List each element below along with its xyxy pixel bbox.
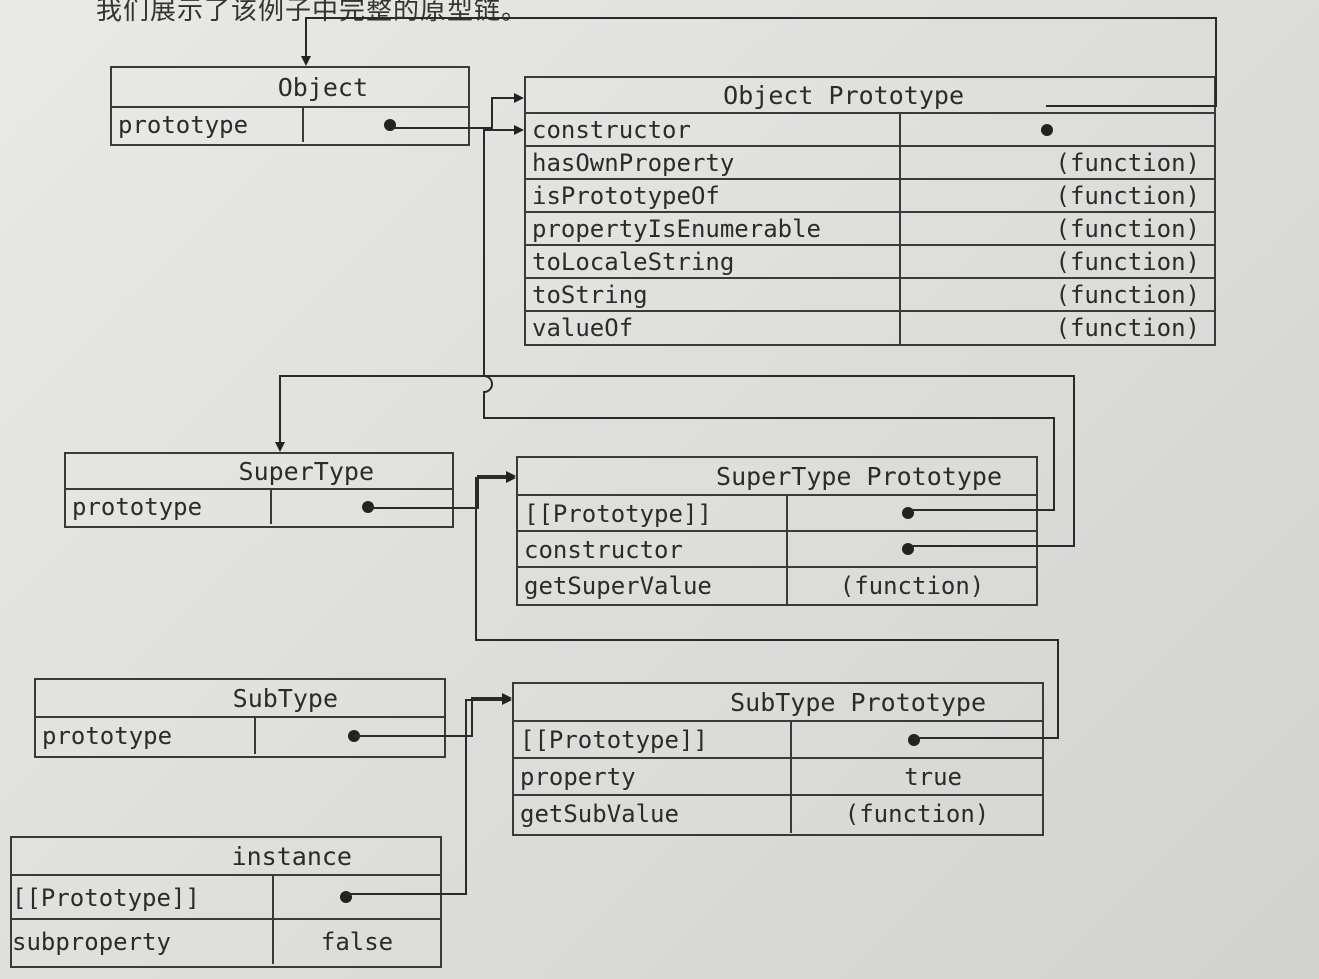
subtype-prototype-row: getSubValue (function) bbox=[514, 796, 1042, 833]
subtype-prototype-box: SubType Prototype [[Prototype]] property… bbox=[512, 682, 1044, 836]
object-prototype-row: propertyIsEnumerable (function) bbox=[526, 213, 1214, 246]
object-box: Object prototype bbox=[110, 66, 470, 146]
instance-box: instance [[Prototype]] subproperty false bbox=[10, 836, 442, 968]
property-name: getSuperValue bbox=[518, 568, 788, 604]
property-value: (function) bbox=[1055, 314, 1201, 342]
supertype-prototype-label: prototype bbox=[66, 490, 272, 524]
supertype-title: SuperType bbox=[66, 454, 452, 490]
property-name: constructor bbox=[518, 532, 788, 566]
subtype-prototype-row: property true bbox=[514, 759, 1042, 796]
property-value: (function) bbox=[839, 572, 985, 600]
object-prototype-label: prototype bbox=[112, 108, 304, 142]
subtype-box: SubType prototype bbox=[34, 678, 446, 758]
object-prototype-row: constructor bbox=[526, 114, 1214, 147]
instance-title: instance bbox=[12, 838, 440, 876]
property-name: valueOf bbox=[526, 312, 901, 345]
supertype-prototype-link bbox=[368, 471, 516, 509]
property-name: [[Prototype]] bbox=[12, 876, 274, 918]
object-prototype-row: hasOwnProperty (function) bbox=[526, 147, 1214, 180]
supertype-box: SuperType prototype bbox=[64, 452, 454, 528]
property-value: (function) bbox=[1055, 248, 1201, 276]
supertype-prototype-title: SuperType Prototype bbox=[518, 458, 1036, 496]
object-prototype-row: toString (function) bbox=[526, 279, 1214, 312]
subtype-prototype-title: SubType Prototype bbox=[514, 684, 1042, 722]
subtype-proto-chain-link bbox=[475, 473, 1059, 739]
instance-row: [[Prototype]] bbox=[12, 876, 440, 920]
property-value: true bbox=[904, 763, 962, 791]
supertype-prototype-row: constructor bbox=[518, 532, 1036, 568]
pointer-dot bbox=[908, 733, 920, 746]
supertype-proto-chain-link bbox=[483, 125, 1055, 511]
property-value: false bbox=[320, 928, 394, 956]
page-caption: 我们展示了该例子中完整的原型链。 bbox=[96, 0, 529, 26]
property-name: toString bbox=[526, 279, 901, 310]
property-value: (function) bbox=[1055, 182, 1201, 210]
instance-row: subproperty false bbox=[12, 920, 440, 964]
object-prototype-row: isPrototypeOf (function) bbox=[526, 180, 1214, 213]
property-name: subproperty bbox=[12, 920, 274, 964]
property-name: isPrototypeOf bbox=[526, 180, 901, 211]
property-value: (function) bbox=[1055, 281, 1201, 309]
property-name: toLocaleString bbox=[526, 246, 901, 277]
property-value bbox=[901, 114, 1214, 145]
property-name: getSubValue bbox=[514, 796, 792, 833]
property-value bbox=[792, 722, 1042, 757]
subtype-prototype-row: [[Prototype]] bbox=[514, 722, 1042, 759]
property-name: hasOwnProperty bbox=[526, 147, 901, 178]
supertype-constructor-link bbox=[275, 375, 1075, 547]
property-name: [[Prototype]] bbox=[518, 496, 788, 530]
property-value: (function) bbox=[1055, 149, 1201, 177]
property-value: (function) bbox=[844, 800, 990, 828]
object-title: Object bbox=[112, 68, 468, 108]
supertype-prototype-row: getSuperValue (function) bbox=[518, 568, 1036, 604]
pointer-dot bbox=[1041, 123, 1053, 136]
property-name: property bbox=[514, 759, 792, 794]
supertype-prototype-row: [[Prototype]] bbox=[518, 496, 1036, 532]
property-name: propertyIsEnumerable bbox=[526, 213, 901, 244]
object-prototype-title: Object Prototype bbox=[526, 78, 1214, 114]
property-name: [[Prototype]] bbox=[514, 722, 792, 757]
object-prototype-link bbox=[392, 93, 524, 129]
object-prototype-box: Object Prototype constructor hasOwnPrope… bbox=[524, 76, 1216, 346]
supertype-prototype-box: SuperType Prototype [[Prototype]] constr… bbox=[516, 456, 1038, 606]
subtype-prototype-link bbox=[354, 693, 512, 737]
object-constructor-link bbox=[301, 17, 1217, 107]
subtype-prototype-label: prototype bbox=[36, 718, 256, 754]
property-value: (function) bbox=[1055, 215, 1201, 243]
subtype-title: SubType bbox=[36, 680, 444, 718]
instance-proto-chain-link bbox=[346, 695, 512, 895]
object-prototype-row: valueOf (function) bbox=[526, 312, 1214, 345]
property-name: constructor bbox=[526, 114, 901, 145]
object-prototype-row: toLocaleString (function) bbox=[526, 246, 1214, 279]
